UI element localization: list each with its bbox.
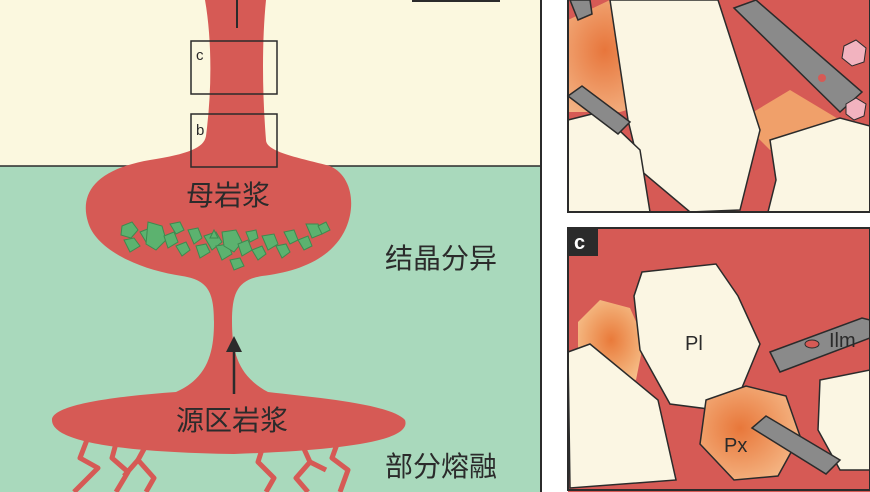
ilmenite-crystal-c2 (750, 415, 842, 475)
panel-c: c Pl Ilm Px (567, 227, 870, 492)
parent-magma-label: 母岩浆 (186, 179, 270, 212)
legend-box-edge (412, 0, 500, 2)
pyroxene-crystal-px (699, 385, 801, 481)
garnet-crystal-b2 (845, 97, 867, 121)
ilmenite-crystal-b2 (566, 85, 632, 135)
source-magma-label: 源区岩浆 (176, 404, 288, 437)
plagioclase-crystal-c3 (817, 369, 870, 471)
fractional-crystallization-label: 结晶分异 (385, 242, 497, 275)
sample-box-b (190, 113, 278, 168)
panel-c-badge (568, 228, 598, 256)
panel-b-border (567, 0, 870, 213)
mineral-label-pl: Pl (685, 333, 703, 355)
main-panel: c b 母岩浆 结晶分异 源区岩浆 部分熔融 (0, 0, 542, 492)
sample-box-c-label: c (196, 47, 204, 64)
upper-crust-layer (0, 0, 541, 166)
panel-c-badge-label: c (574, 232, 585, 254)
ilmenite-crystal-b3 (569, 0, 593, 21)
ascent-arrow-head (226, 336, 242, 352)
ilmenite-crystal-c1 (768, 317, 870, 373)
magma-body (52, 0, 406, 454)
garnet-crystal-b1 (841, 39, 867, 67)
partial-melting-label: 部分熔融 (385, 450, 497, 483)
melt-inclusion-b (818, 74, 826, 82)
mineral-label-ilm: Ilm (829, 330, 856, 352)
plagioclase-crystal-c2 (567, 343, 677, 489)
sample-box-c (190, 40, 278, 95)
panel-b (566, 0, 870, 213)
melt-inclusion-c (804, 339, 820, 349)
plagioclase-crystal-b3 (767, 117, 870, 213)
mineral-label-px: Px (724, 435, 747, 457)
crystal-cluster (120, 221, 331, 271)
panel-c-border (567, 227, 870, 491)
ilmenite-crystal-b1 (732, 0, 864, 114)
sample-box-b-label: b (196, 122, 204, 139)
